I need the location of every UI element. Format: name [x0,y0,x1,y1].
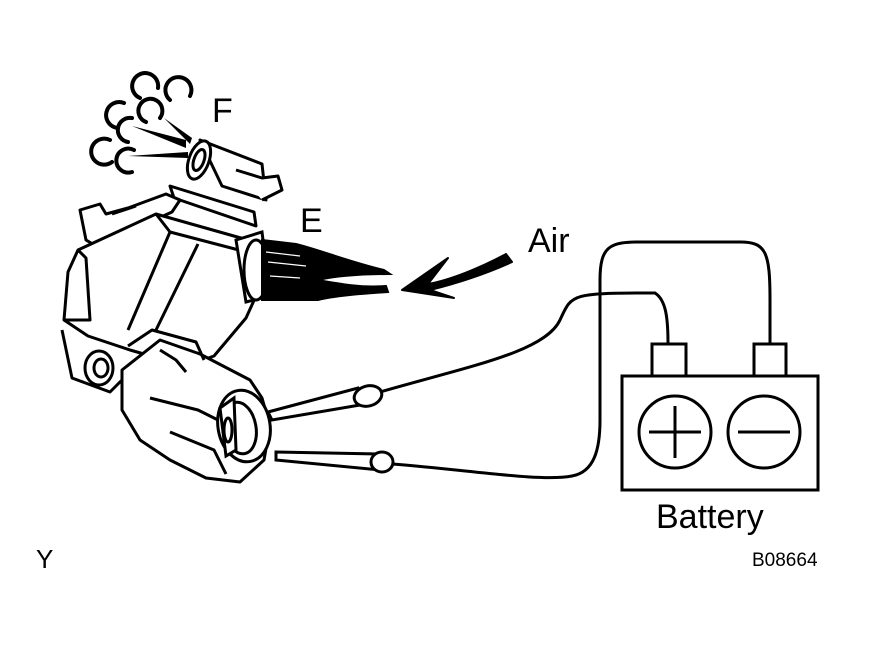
battery [620,342,820,492]
figure-code: B08664 [752,550,818,571]
air-jet-spikes [128,118,192,158]
port-e-hose-highlight [265,251,307,279]
label-corner-y: Y [36,544,53,574]
plus-terminal-icon [637,394,713,470]
port-f-nozzle [168,138,284,228]
label-port-e: E [300,202,323,240]
air-puff-cloud [89,71,194,175]
label-battery: Battery [656,498,764,536]
battery-terminal-negative [752,342,788,378]
valve-connector-socket [216,388,272,464]
air-direction-arrow [401,253,513,299]
test-lead-lower [274,240,772,480]
minus-terminal-icon [726,394,802,470]
label-port-f: F [212,92,233,130]
label-air: Air [528,222,570,260]
port-e-hose [261,238,394,301]
battery-terminal-positive [650,342,688,378]
test-lead-upper [265,291,670,422]
